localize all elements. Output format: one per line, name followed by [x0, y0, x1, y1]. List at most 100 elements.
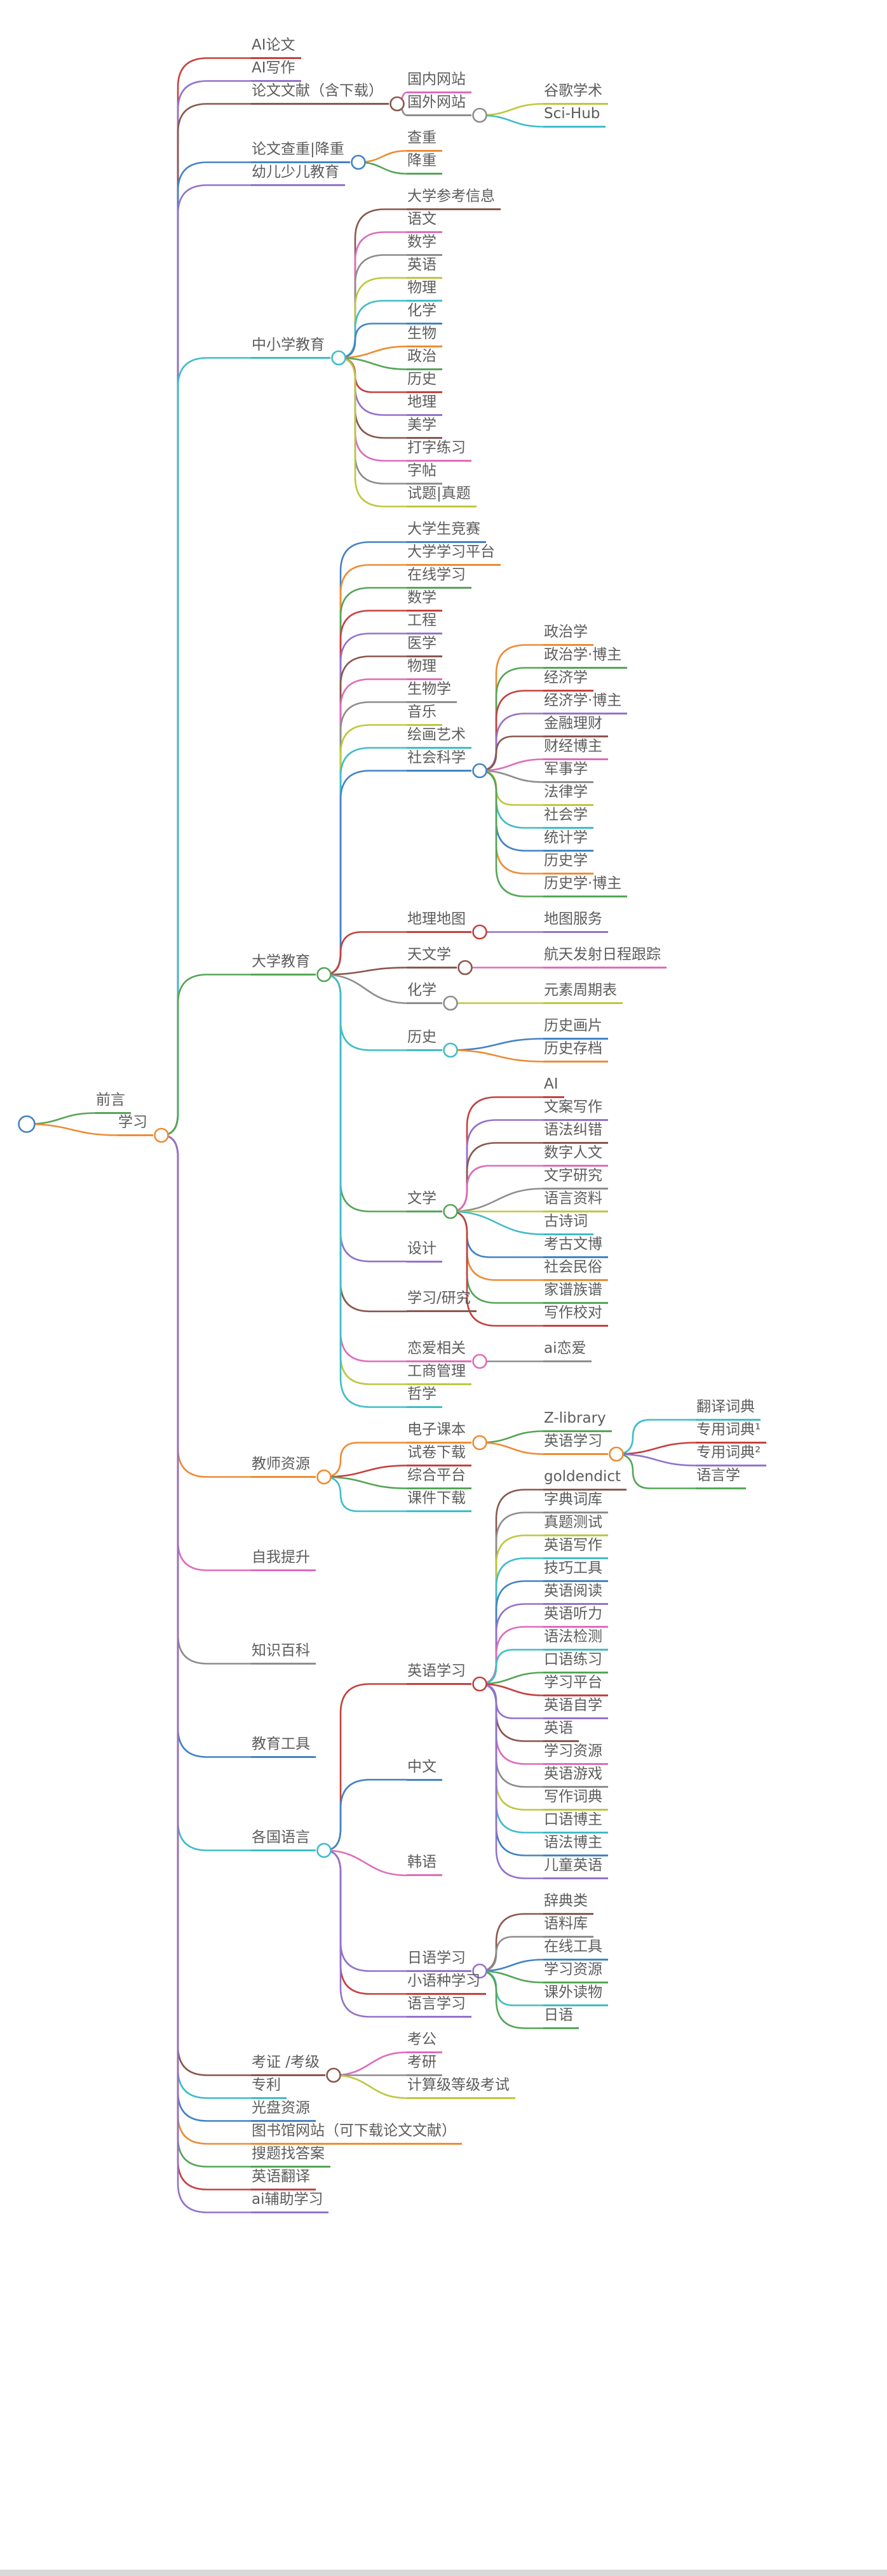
mindmap-node[interactable]: 试卷下载 [407, 1444, 471, 1466]
mindmap-node[interactable]: 课外读物 [543, 1983, 608, 2006]
mindmap-node[interactable]: 前言 [95, 1091, 131, 1114]
mindmap-node[interactable]: ai辅助学习 [251, 2190, 329, 2213]
mindmap-node[interactable]: 日语 [543, 2006, 579, 2029]
mindmap-node[interactable]: 考证 /考级 [251, 2053, 326, 2076]
mindmap-node[interactable]: 数学 [407, 233, 442, 256]
mindmap-node[interactable]: 医学 [407, 634, 442, 657]
collapse-toggle[interactable] [609, 1446, 624, 1462]
collapse-toggle[interactable] [331, 350, 346, 366]
mindmap-node[interactable]: 历史学 [543, 852, 593, 875]
collapse-toggle[interactable] [316, 1469, 332, 1485]
mindmap-node[interactable]: 音乐 [407, 703, 442, 726]
mindmap-node[interactable]: 专用词典² [696, 1444, 767, 1466]
collapse-toggle[interactable] [472, 1676, 487, 1692]
mindmap-node[interactable]: 物理 [407, 279, 442, 302]
mindmap-node[interactable]: 化学 [407, 981, 442, 1004]
collapse-toggle[interactable] [472, 1963, 487, 1979]
collapse-toggle[interactable] [326, 2067, 341, 2083]
mindmap-node[interactable]: 中文 [407, 1758, 442, 1781]
mindmap-node[interactable]: 学习/研究 [407, 1289, 477, 1313]
mindmap-node[interactable]: 自我提升 [251, 1548, 316, 1571]
mindmap-node[interactable]: 物理 [407, 657, 442, 680]
mindmap-node[interactable]: 学习资源 [543, 1742, 608, 1765]
mindmap-node[interactable]: 语言资料 [543, 1190, 608, 1212]
mindmap-node[interactable]: 政治学 [543, 623, 593, 646]
mindmap-node[interactable]: 专用词典¹ [696, 1421, 767, 1444]
mindmap-node[interactable]: 美学 [407, 416, 442, 439]
mindmap-node[interactable]: 考古文博 [543, 1235, 608, 1258]
mindmap-node[interactable]: 生物学 [407, 680, 457, 703]
mindmap-node[interactable]: 政治学·博主 [543, 646, 628, 669]
mindmap-node[interactable]: 元素周期表 [543, 981, 623, 1004]
mindmap-node[interactable]: 生物 [407, 325, 442, 347]
mindmap-node[interactable]: 综合平台 [407, 1466, 471, 1489]
collapse-toggle[interactable] [443, 995, 458, 1011]
mindmap-node[interactable]: Z-library [543, 1409, 612, 1432]
mindmap-node[interactable]: 大学教育 [251, 953, 316, 976]
collapse-toggle[interactable] [316, 1842, 332, 1858]
mindmap-node[interactable]: 英语翻译 [251, 2168, 316, 2190]
mindmap-node[interactable]: 日语学习 [407, 1949, 471, 1972]
mindmap-node[interactable]: 小语种学习 [407, 1972, 486, 1995]
mindmap-node[interactable]: 经济学·博主 [543, 692, 628, 714]
collapse-toggle[interactable] [472, 763, 487, 779]
mindmap-node[interactable]: 儿童英语 [543, 1856, 608, 1879]
collapse-toggle[interactable] [316, 967, 332, 983]
mindmap-node[interactable]: 真题测试 [543, 1513, 608, 1536]
mindmap-node[interactable]: 数学 [407, 589, 442, 612]
mindmap-node[interactable]: 古诗词 [543, 1212, 593, 1235]
mindmap-node[interactable]: 专利 [251, 2076, 287, 2099]
mindmap-node[interactable]: 中小学教育 [251, 336, 330, 359]
mindmap-node[interactable]: 论文查重|降重 [251, 140, 350, 163]
mindmap-node[interactable]: 家谱族谱 [543, 1281, 608, 1304]
mindmap-node[interactable]: ai恋爱 [543, 1339, 592, 1362]
mindmap-node[interactable]: 社会学 [543, 806, 593, 829]
mindmap-node[interactable]: 教师资源 [251, 1455, 316, 1478]
mindmap-node[interactable]: 英语阅读 [543, 1582, 608, 1605]
mindmap-node[interactable]: 数字人文 [543, 1144, 608, 1167]
mindmap-node[interactable]: 查重 [407, 129, 442, 152]
mindmap-node[interactable]: 英语游戏 [543, 1765, 608, 1788]
mindmap-node[interactable]: 文案写作 [543, 1098, 608, 1121]
mindmap-node[interactable]: 各国语言 [251, 1828, 316, 1851]
mindmap-node[interactable]: 打字练习 [407, 439, 471, 462]
mindmap-node[interactable]: 英语写作 [543, 1536, 608, 1559]
mindmap-node[interactable]: 语言学习 [407, 1995, 471, 2018]
mindmap-node[interactable]: 历史存档 [543, 1040, 608, 1063]
mindmap-node[interactable]: 国内网站 [407, 70, 471, 93]
mindmap-node[interactable]: 历史 [407, 370, 442, 393]
mindmap-node[interactable]: 考公 [407, 2030, 442, 2053]
mindmap-node[interactable]: AI写作 [251, 59, 301, 82]
mindmap-node[interactable]: 天文学 [407, 946, 457, 969]
mindmap-node[interactable]: 在线工具 [543, 1938, 608, 1961]
mindmap-node[interactable]: 技巧工具 [543, 1559, 608, 1582]
mindmap-node[interactable]: 历史 [407, 1028, 442, 1051]
mindmap-node[interactable]: 历史学·博主 [543, 875, 628, 897]
mindmap-node[interactable]: 统计学 [543, 829, 593, 852]
mindmap-node[interactable]: 军事学 [543, 760, 593, 783]
mindmap-node[interactable]: 国外网站 [407, 93, 471, 116]
collapse-toggle[interactable] [443, 1204, 458, 1219]
mindmap-node[interactable]: 工商管理 [407, 1362, 471, 1385]
mindmap-node[interactable]: 语文 [407, 210, 442, 233]
mindmap-node[interactable]: 写作校对 [543, 1304, 608, 1327]
mindmap-node[interactable]: 学习资源 [543, 1961, 608, 1983]
mindmap-node[interactable]: 哲学 [407, 1385, 442, 1408]
bottom-scrollbar[interactable] [0, 2570, 887, 2576]
mindmap-node[interactable]: 文字研究 [543, 1167, 608, 1190]
mindmap-node[interactable]: 图书馆网站（可下载论文文献） [251, 2122, 462, 2145]
collapse-toggle[interactable] [472, 1435, 487, 1451]
mindmap-node[interactable]: 航天发射日程跟踪 [543, 946, 667, 969]
mindmap-node[interactable]: 语言学 [696, 1466, 746, 1489]
mindmap-node[interactable]: 法律学 [543, 783, 593, 806]
mindmap-node[interactable]: 口语博主 [543, 1811, 608, 1834]
mindmap-node[interactable]: 降重 [407, 152, 442, 175]
mindmap-node[interactable]: 绘画艺术 [407, 726, 471, 749]
mindmap-node[interactable]: 设计 [407, 1240, 442, 1263]
collapse-toggle[interactable] [443, 1042, 458, 1058]
mindmap-node[interactable]: 语料库 [543, 1915, 593, 1938]
mindmap-node[interactable]: 论文文献（含下载） [251, 82, 389, 105]
mindmap-node[interactable]: 大学学习平台 [407, 543, 501, 566]
mindmap-node[interactable]: 搜题找答案 [251, 2145, 330, 2168]
mindmap-node[interactable]: 大学生竞赛 [407, 520, 486, 543]
